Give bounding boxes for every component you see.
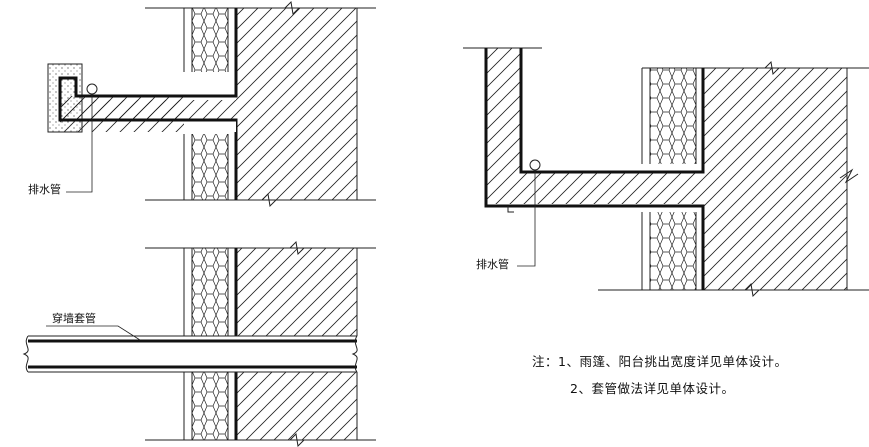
detail-top-left (47, 0, 376, 208)
detail-right (463, 47, 869, 298)
note-line-2: 2、套管做法详见单体设计。 (570, 381, 735, 396)
note-text-2: 2、套管做法详见单体设计。 (570, 381, 735, 396)
note-prefix: 注： (532, 354, 559, 369)
note-text-1: 1、雨篷、阳台挑出宽度详见单体设计。 (558, 354, 788, 369)
note-line-1: 注：1、雨篷、阳台挑出宽度详见单体设计。 (532, 354, 788, 369)
drain-pipe-label-right: 排水管 (476, 258, 509, 271)
wall-sleeve-label: 穿墙套管 (52, 312, 96, 325)
detail-bottom-left (22, 240, 376, 447)
drain-pipe-label-left: 排水管 (28, 183, 61, 196)
